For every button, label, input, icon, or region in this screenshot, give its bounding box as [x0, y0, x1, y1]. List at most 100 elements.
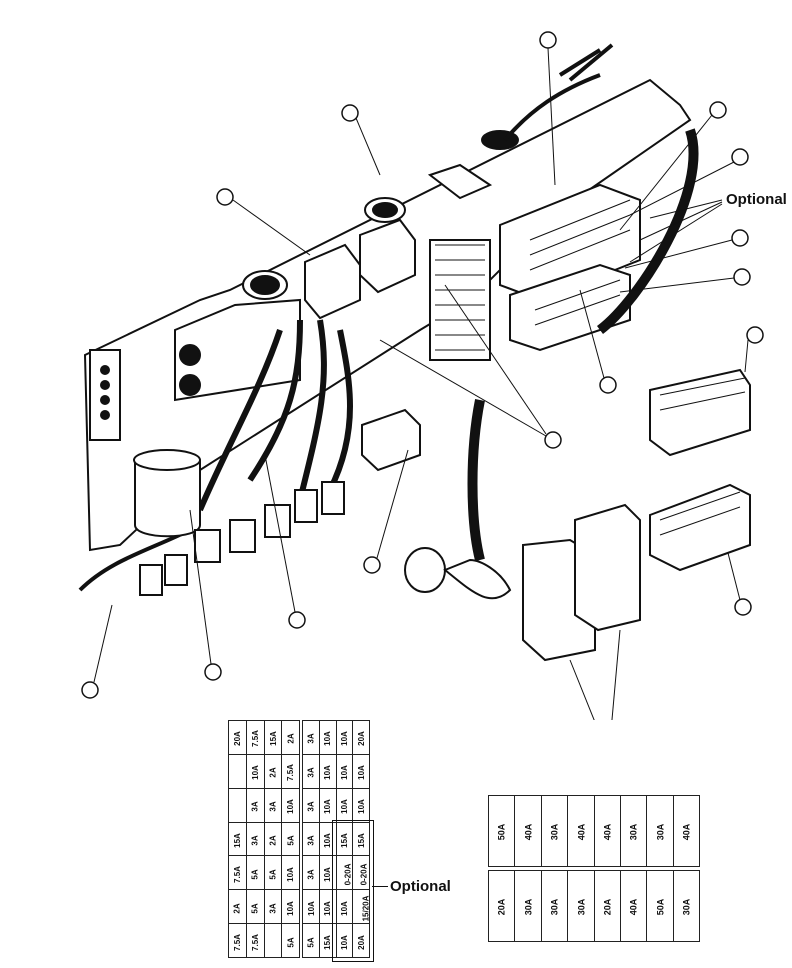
fuse-slot: 10A: [281, 855, 300, 891]
fuse-slot: 5A: [245, 855, 265, 891]
fuse-slot: 3A: [245, 821, 265, 857]
capacitor: [134, 460, 201, 538]
fuse-slot: 10A: [335, 720, 354, 755]
maxi-fuse-slot: 30A: [540, 870, 569, 942]
fuse-slot: 10A: [318, 787, 337, 823]
fuse-rating: 20A: [232, 731, 242, 747]
fuse-slot: 5A: [263, 855, 283, 891]
maxi-fuse-rating: 40A: [628, 898, 639, 916]
wire-harness-top: [503, 43, 614, 142]
fuse-rating: 5A: [250, 869, 260, 880]
fuse-rating: 7.5A: [232, 865, 242, 883]
fuse-slot: 3A: [302, 821, 320, 857]
optional-label-bottom: Optional: [390, 878, 451, 895]
fuse-slot: 3A: [263, 889, 283, 925]
maxi-fuse-rating: 50A: [496, 823, 507, 841]
maxi-fuse-slot: 40A: [514, 795, 542, 867]
fuse-rating: 3A: [306, 869, 316, 880]
fuse-slot: 15A: [352, 821, 370, 857]
optional-label-top: Optional: [726, 191, 787, 208]
fuse-slot: 5A: [281, 821, 300, 857]
leader-line: [624, 239, 733, 269]
fuse-slot: 10A: [245, 753, 265, 789]
fuse-rating: 3A: [250, 801, 260, 812]
fuse-slot: 10A: [335, 753, 354, 789]
fuse-block-grid: [429, 239, 491, 361]
fuse-slot: 5A: [302, 923, 320, 958]
leader-line: [379, 339, 547, 437]
fuse-rating: 10A: [356, 799, 366, 814]
fuse-row: 2A 5A 3A 10A: [228, 889, 300, 925]
fuse-rating: 2A: [232, 903, 242, 914]
maxi-fuse-slot: 30A: [567, 870, 595, 942]
fuse-rating: 3A: [306, 801, 316, 812]
socket-2: [164, 554, 188, 586]
callout-circle: [734, 598, 752, 616]
maxi-fuse-slot: 40A: [567, 795, 595, 867]
maxi-fuse-rating: 30A: [549, 898, 560, 916]
fuse-rating: 3A: [268, 801, 278, 812]
maxi-fuse-slot: 40A: [593, 795, 621, 867]
maxi-fuse-rating: 40A: [523, 823, 534, 841]
fuse-rating: 20A: [356, 731, 366, 747]
maxi-fuse-slot: 40A: [619, 870, 648, 942]
fuse-slot: 0-20A: [335, 855, 354, 891]
callout-circle: [731, 229, 749, 247]
fuse-rating: 3A: [268, 903, 278, 914]
callout-circle: [216, 188, 234, 206]
maxi-fuse-slot: 30A: [646, 795, 674, 867]
callout-circle: [539, 31, 557, 49]
fuse-slot: 2A: [263, 753, 283, 789]
fuse-slot: 10A: [281, 787, 300, 823]
fuse-slot: 10A: [281, 889, 300, 925]
fuse-rating: 5A: [268, 869, 278, 880]
fuse-rating: 5A: [250, 903, 260, 914]
callout-circle: [81, 681, 99, 699]
leader-line: [189, 509, 212, 665]
top-terminal-block: [427, 163, 493, 200]
fuse-rating: 2A: [268, 767, 278, 778]
fuse-slot: 10A: [352, 787, 370, 823]
fuse-rating: 5A: [286, 936, 296, 948]
maxi-fuse-rating: 40A: [602, 823, 613, 841]
fuse-slot: 7.5A: [245, 720, 265, 755]
fuse-slot: 7.5A: [245, 923, 265, 958]
fuse-slot: 2A: [263, 821, 283, 857]
fuse-rating: 10A: [323, 900, 333, 916]
fuse-rating: 5A: [286, 835, 296, 846]
optional-highlight-box: [332, 820, 374, 962]
fuse-slot: 7.5A: [228, 923, 247, 958]
leader-line: [649, 199, 723, 219]
leader-line: [629, 161, 735, 216]
fuse-rating: 3A: [306, 767, 316, 778]
fuse-rating: 10A: [286, 900, 296, 916]
fuse-slot: 20A: [352, 923, 370, 958]
maxi-fuse-rating: 20A: [496, 898, 507, 916]
callout-circle: [288, 611, 306, 629]
callout-circle: [341, 104, 359, 122]
fuse-slot: 20A: [228, 720, 247, 755]
callout-circle: [731, 148, 749, 166]
leader-line: [232, 199, 311, 256]
fuse-cover-2: [649, 483, 751, 572]
relay-2: [359, 218, 416, 294]
leader-line: [619, 277, 735, 293]
fuse-slot: 10A: [318, 753, 337, 789]
fuse-rating: 10A: [323, 731, 333, 747]
leader-line: [611, 629, 621, 720]
leader-line: [639, 201, 723, 241]
leader-line: [355, 117, 381, 176]
fuse-rating: 7.5A: [232, 933, 242, 951]
socket-3: [194, 529, 221, 563]
fuse-slot: 15A: [263, 720, 283, 755]
fuse-puller-2: [574, 503, 641, 632]
fuse-slot: [228, 787, 247, 823]
fuse-rating: 10A: [356, 765, 366, 781]
